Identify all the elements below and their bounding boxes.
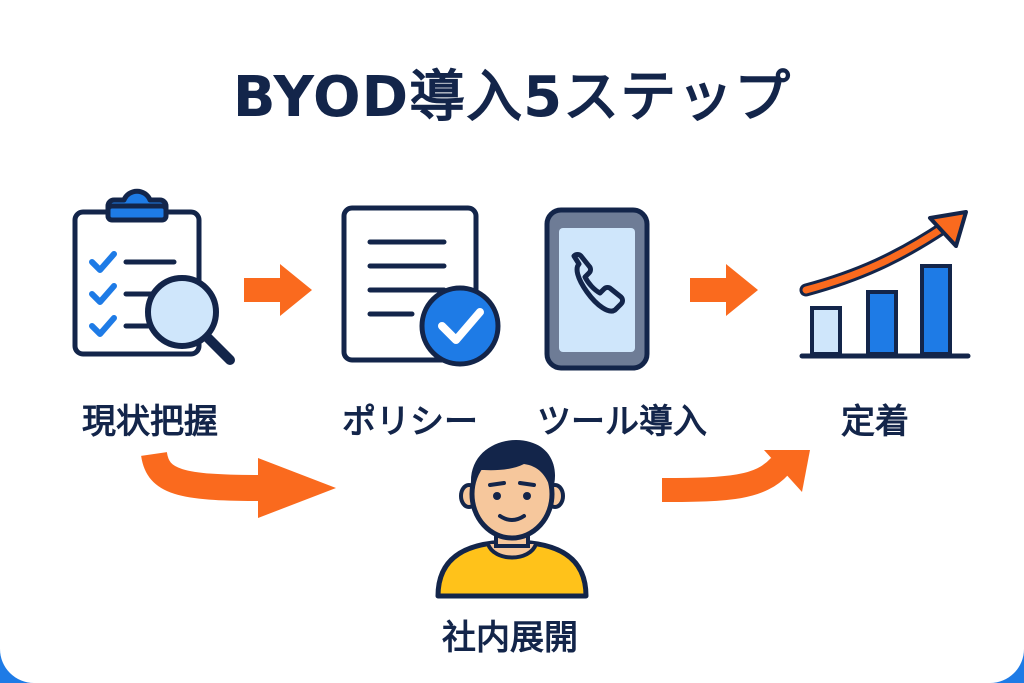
curved-arrow-icon (661, 450, 810, 502)
smartphone-call-icon (544, 207, 650, 371)
step-label-policy: ポリシー (342, 402, 478, 442)
clipboard-magnifier-icon (72, 188, 235, 365)
step-label-teichaku: 定着 (841, 402, 909, 442)
step-label-shanai: 社内展開 (442, 618, 578, 658)
growth-chart-icon (799, 210, 971, 359)
arrow-right-icon (244, 264, 312, 316)
person-icon (435, 440, 589, 599)
curved-arrow-icon (141, 451, 336, 518)
document-check-icon (341, 205, 501, 367)
step-label-genjo: 現状把握 (82, 402, 218, 442)
arrow-right-icon (690, 264, 758, 316)
step-label-tool: ツール導入 (537, 402, 707, 442)
diagram-title: BYOD導入5ステップ (232, 65, 792, 130)
